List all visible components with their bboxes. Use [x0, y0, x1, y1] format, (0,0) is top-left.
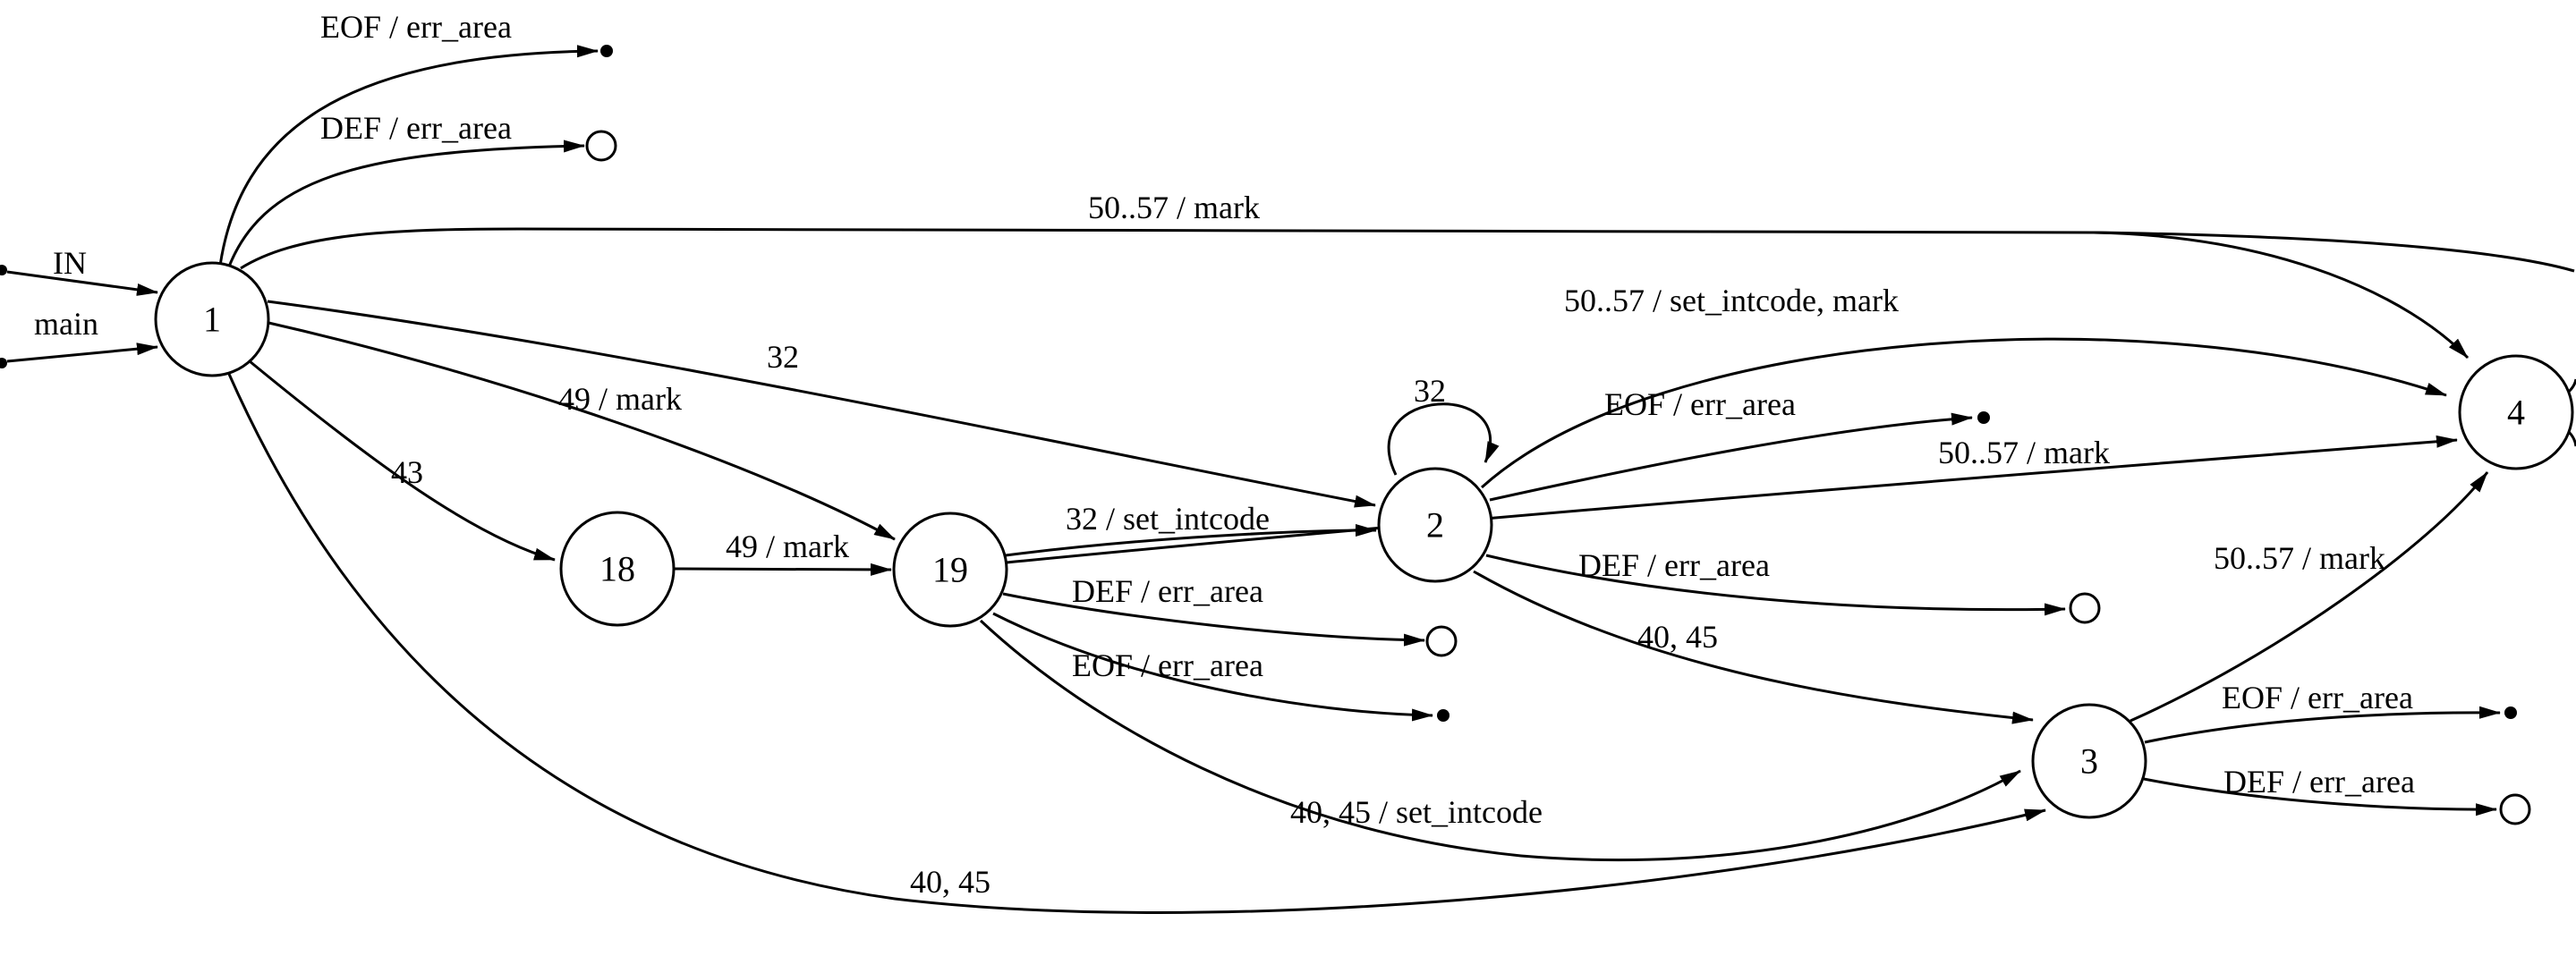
edge-1-def-label: DEF / err_area: [320, 110, 512, 146]
edge-main-1-source-dot: [0, 358, 7, 368]
edge-3-4-path: [2130, 471, 2489, 723]
edge-1-2-path: [267, 300, 1376, 508]
edge-19-eof-label: EOF / err_area: [1072, 647, 1263, 683]
edge-19-3-path: [979, 619, 2021, 862]
edge-2-4-path: [1480, 337, 2447, 489]
state-node-19-label: 19: [932, 550, 968, 590]
edge-main-1-path: [6, 343, 158, 363]
edge-1-18-label: 43: [391, 454, 423, 490]
edge-1-eof-path: [218, 45, 599, 266]
terminal-dot-2-eof: [1977, 411, 1990, 424]
edge-fragment-node4-stub-lower: [2567, 430, 2576, 447]
edge-fragment-top-right-exit: [2093, 231, 2575, 273]
edge-19-4-label: 50..57 / mark: [1938, 435, 2110, 470]
edge-18-19-label: 49 / mark: [726, 529, 849, 564]
edge-1-3-label: 40, 45: [910, 864, 990, 900]
edge-in-1-source-dot: [0, 265, 7, 275]
state-node-1: [154, 261, 270, 377]
terminal-circle-19-def: [1425, 625, 1458, 657]
state-node-4-label: 4: [2507, 393, 2525, 433]
edge-1-def-path: [225, 140, 585, 275]
terminal-circle-1-def: [585, 130, 617, 162]
edge-19-2-label: 32 / set_intcode: [1066, 501, 1270, 537]
edge-main-1-label: main: [34, 306, 98, 342]
edge-2-4-label: 50..57 / set_intcode, mark: [1564, 283, 1899, 318]
edge-3-eof-path: [2144, 706, 2501, 744]
edge-18-19-path: [673, 563, 892, 576]
state-node-3-label: 3: [2080, 741, 2098, 782]
terminal-dot-3-eof: [2504, 706, 2517, 719]
edge-19-4-path: [1006, 435, 2458, 564]
edge-2-def-path: [1485, 554, 2066, 616]
edge-1-3-path: [226, 371, 2046, 914]
edge-2-2-path: [1387, 402, 1500, 476]
edge-1-eof-label: EOF / err_area: [320, 9, 512, 45]
state-node-2-label: 2: [1426, 505, 1444, 546]
edge-19-eof-path: [992, 612, 1433, 722]
edge-1-2-label: 32: [767, 339, 799, 375]
terminal-circle-2-def: [2069, 592, 2101, 624]
edge-2-2-label: 32: [1414, 373, 1446, 409]
edge-in-1-path: [6, 270, 158, 296]
edge-19-def-path: [1002, 592, 1425, 647]
edge-3-4-label: 50..57 / mark: [2214, 540, 2385, 576]
edge-19-3-label: 40, 45 / set_intcode: [1290, 794, 1543, 830]
edge-in-1-label: IN: [53, 245, 87, 281]
edge-19-def-label: DEF / err_area: [1072, 573, 1263, 609]
state-node-18: [559, 511, 676, 627]
edge-2-eof-path: [1489, 412, 1973, 502]
edge-2-3-path: [1473, 570, 2034, 724]
terminal-circle-3-def: [2499, 793, 2531, 825]
edge-1-19-path: [264, 320, 896, 541]
edge-2-3-label: 40, 45: [1637, 619, 1718, 655]
edge-3-def-path: [2143, 777, 2497, 816]
edge-1-4-label: 50..57 / mark: [1088, 190, 1260, 225]
edge-2-eof-label: EOF / err_area: [1604, 386, 1796, 422]
edge-1-18-path: [249, 360, 556, 562]
state-node-3: [2031, 703, 2147, 819]
state-node-4: [2458, 354, 2574, 470]
edge-2-def-label: DEF / err_area: [1578, 547, 1770, 583]
edge-3-eof-label: EOF / err_area: [2222, 680, 2413, 715]
edge-1-4-path: [240, 227, 2470, 360]
terminal-dot-1-eof: [600, 45, 613, 57]
state-node-19: [892, 512, 1008, 628]
edge-fragment-node4-stub-upper: [2567, 378, 2576, 393]
state-node-18-label: 18: [599, 549, 635, 589]
edge-1-19-label: 49 / mark: [558, 381, 682, 417]
state-node-1-label: 1: [203, 300, 221, 340]
terminal-dot-19-eof: [1437, 709, 1450, 722]
state-node-2: [1377, 467, 1493, 583]
edge-3-def-label: DEF / err_area: [2223, 764, 2415, 799]
